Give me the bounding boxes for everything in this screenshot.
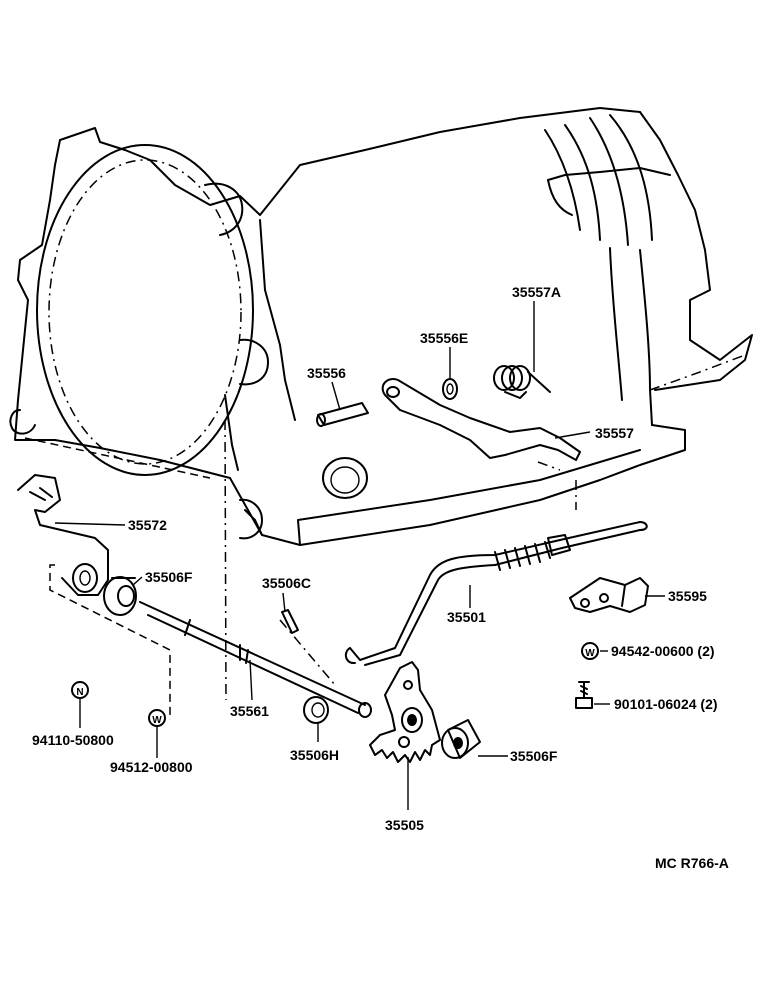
label-35557a: 35557A (512, 284, 561, 300)
label-35501: 35501 (447, 609, 486, 625)
badge-w: W (585, 648, 595, 659)
part-35595-bracket (569, 577, 649, 613)
part-35556e-clip (442, 378, 458, 400)
label-35557: 35557 (595, 425, 634, 441)
footer-code: MC R766-A (655, 855, 729, 871)
label-35506f-left: 35506F (145, 569, 193, 585)
label-94542: 94542-00600 (2) (611, 643, 715, 659)
label-90101: 90101-06024 (2) (614, 696, 718, 712)
part-35506f-right-bushing (441, 719, 481, 759)
part-35506f-left-bushing (103, 576, 137, 616)
badge-w2: W (152, 715, 162, 726)
part-35557-lever (381, 378, 581, 461)
label-94110: 94110-50800 (32, 732, 114, 748)
label-35561: 35561 (230, 703, 269, 719)
label-35572: 35572 (128, 517, 167, 533)
part-94512-washer: W (148, 709, 166, 727)
part-35572-bracket (17, 474, 171, 720)
part-35501-rod (344, 521, 648, 666)
label-94512: 94512-00800 (110, 759, 193, 775)
label-35595: 35595 (668, 588, 707, 604)
part-35561-shaft (139, 601, 372, 718)
transmission-housing (9, 107, 753, 701)
part-35557a-spring (493, 365, 551, 399)
label-35506c: 35506C (262, 575, 311, 591)
part-35506h-bushing (303, 696, 329, 724)
part-94542-nut: W (581, 642, 599, 660)
part-35506c-pin (281, 609, 299, 634)
label-35506f-right: 35506F (510, 748, 558, 764)
part-94110-nut: N (71, 681, 89, 699)
label-35556: 35556 (307, 365, 346, 381)
part-90101-bolt (575, 681, 593, 709)
leader-lines (54, 301, 665, 810)
label-35556e: 35556E (420, 330, 468, 346)
part-35505-sector (369, 661, 441, 763)
badge-n: N (76, 687, 83, 698)
part-labels: 35557A 35556E 35556 35557 35572 35506F 3… (32, 284, 729, 871)
label-35506h: 35506H (290, 747, 339, 763)
label-35505: 35505 (385, 817, 424, 833)
part-35556-pin (316, 402, 369, 427)
